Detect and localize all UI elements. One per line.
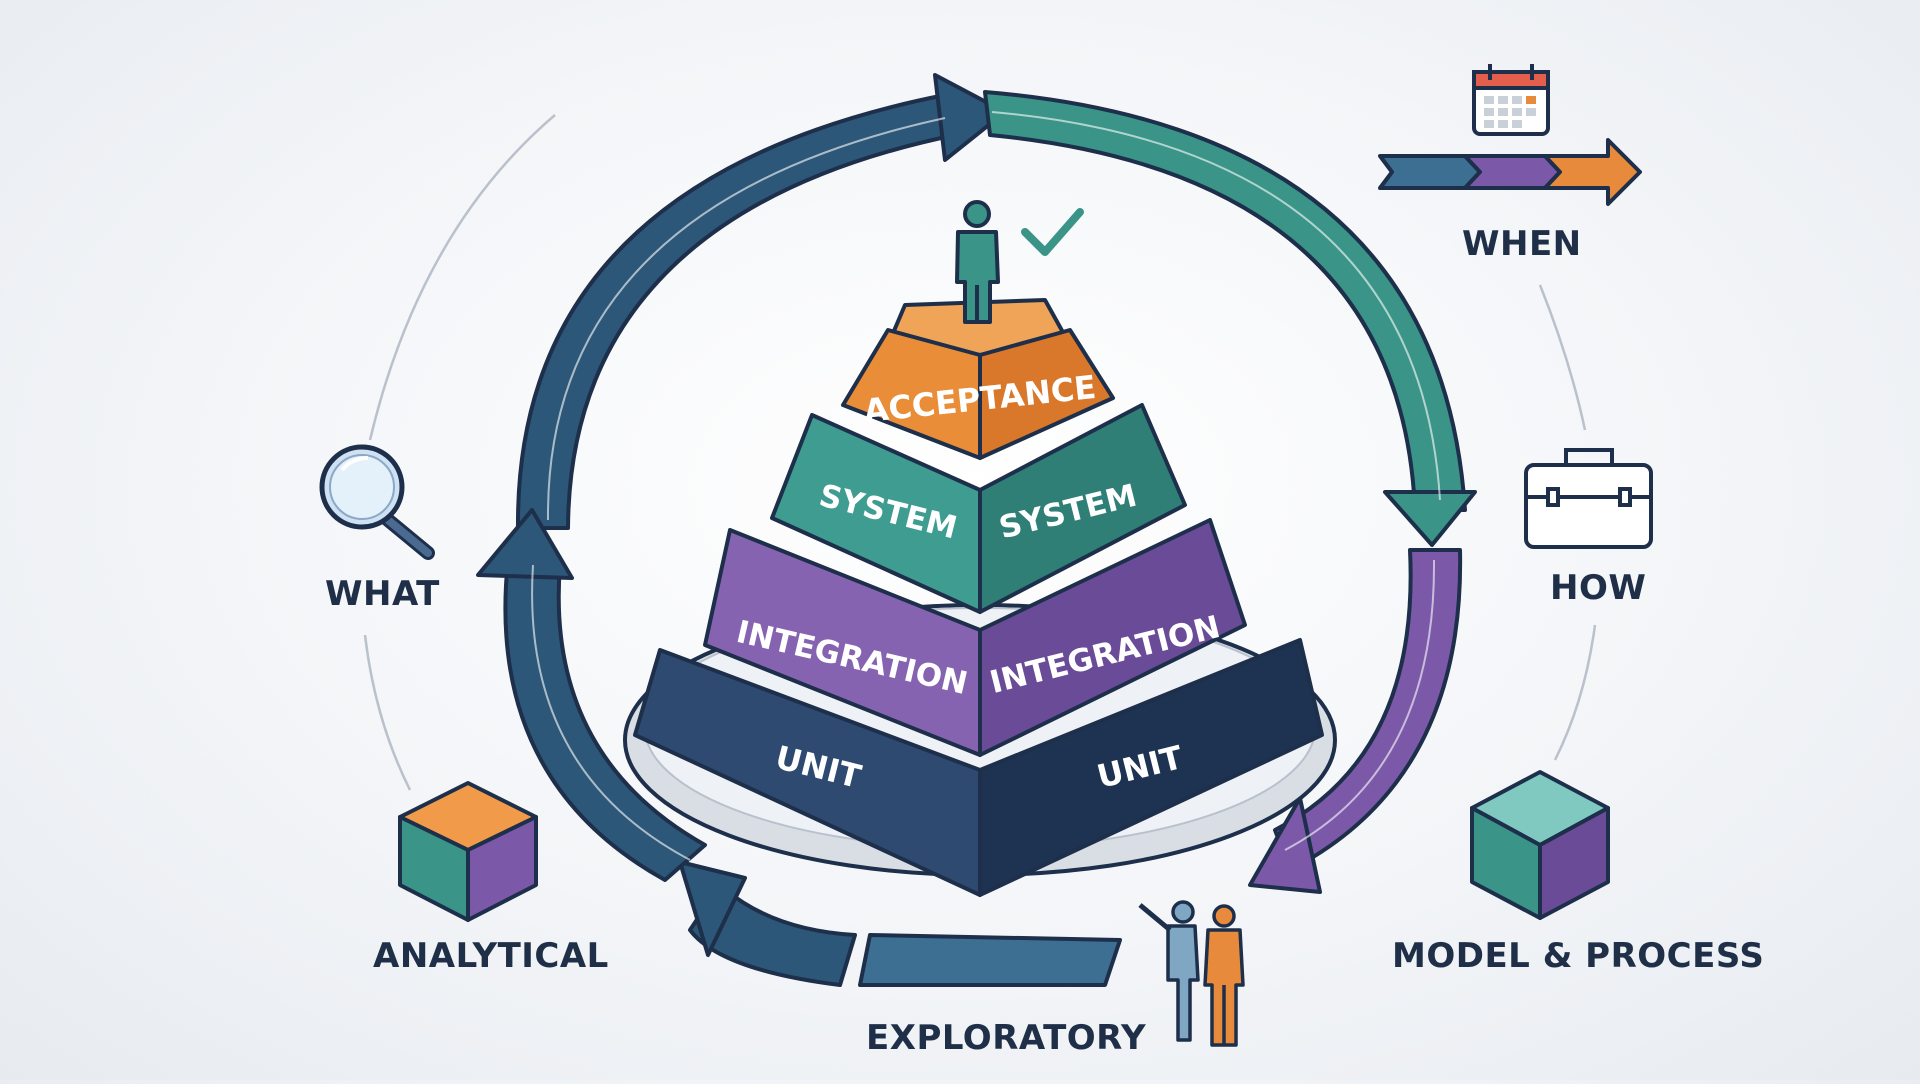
cube-icon-model [1470, 770, 1610, 920]
how-label: HOW [1550, 568, 1647, 608]
arrowhead-right [1383, 490, 1477, 547]
guide-arc-right-lower [1553, 624, 1597, 761]
arrowhead-purple [1248, 796, 1322, 894]
guide-arcs [363, 114, 1597, 791]
unit-right-face [978, 638, 1324, 897]
briefcase-icon [1524, 448, 1653, 549]
cube-icon [398, 781, 538, 922]
magnifying-glass-icon [319, 444, 435, 560]
timeline-arrow-icon [1378, 138, 1642, 206]
arrowhead-bottom [678, 860, 747, 957]
arrowhead-top [933, 73, 1007, 162]
integration-right-face [978, 518, 1247, 757]
system-right-face [978, 403, 1187, 614]
acceptance-right-face [978, 328, 1115, 460]
arc-blue-bottom [858, 933, 1122, 987]
exploratory-label: EXPLORATORY [866, 1018, 1147, 1058]
model-process-label: MODEL & PROCESS [1392, 936, 1765, 976]
guide-arc-left-lower [363, 634, 412, 791]
cycle-arrows [476, 73, 1477, 987]
when-label: WHEN [1462, 224, 1582, 264]
check-icon [1021, 208, 1084, 256]
test-pyramid [633, 298, 1324, 897]
arrowhead-left [476, 508, 574, 580]
person-icon [955, 200, 1000, 324]
guide-arc-left-upper [368, 114, 556, 441]
people-icon [1138, 900, 1245, 1047]
what-label: WHAT [325, 574, 440, 614]
analytical-label: ANALYTICAL [373, 936, 609, 976]
guide-arc-right-upper [1538, 284, 1587, 431]
calendar-icon [1472, 64, 1550, 136]
